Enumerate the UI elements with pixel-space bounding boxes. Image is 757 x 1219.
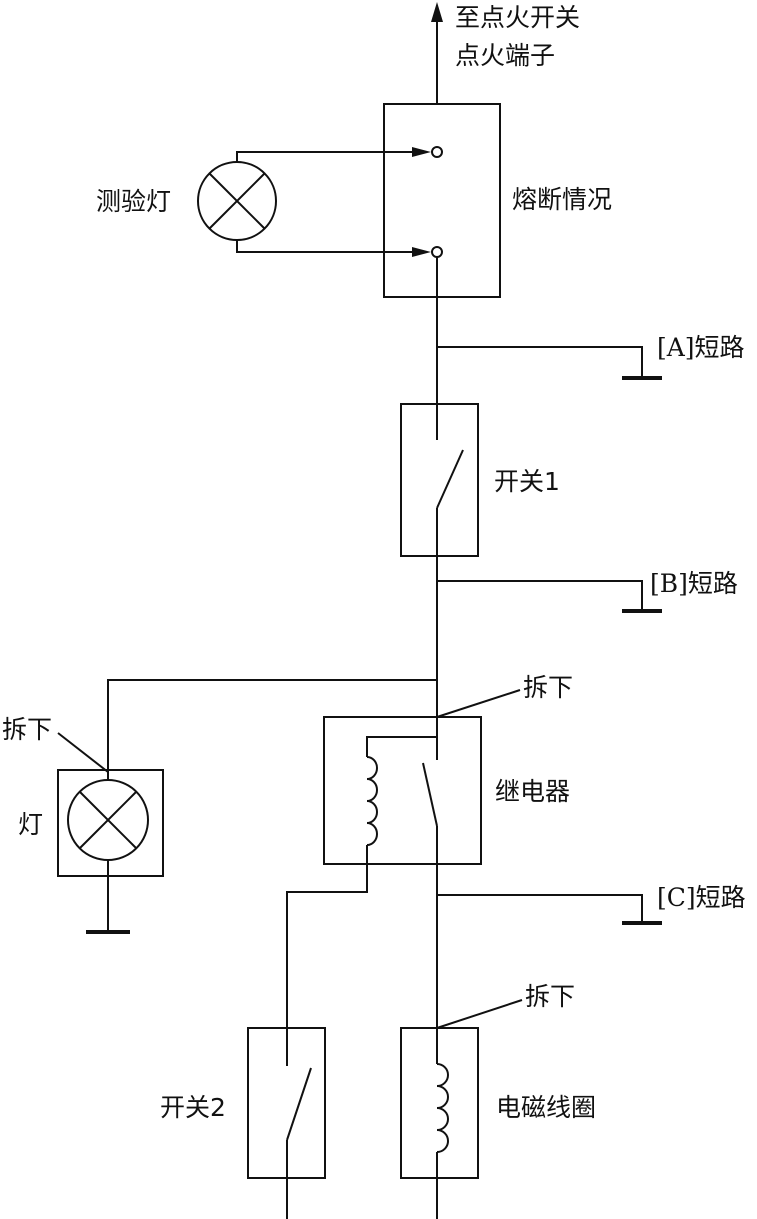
solenoid-label: 电磁线圈: [496, 1093, 596, 1122]
remove-left-label: 拆下: [2, 715, 52, 744]
relay-box: [323, 716, 482, 865]
relay-coil-icon: [366, 717, 438, 864]
switch1-box: [400, 403, 479, 557]
remove-left-leader: [57, 732, 109, 773]
solenoid-box: [400, 1027, 479, 1179]
fuse-condition-label: 熔断情况: [512, 185, 612, 214]
short-b-branch: [437, 580, 662, 613]
switch2-icon: [286, 1028, 312, 1219]
short-c-branch: [437, 894, 662, 925]
remove-bottom-label: 拆下: [525, 982, 575, 1011]
to-ignition-label-1: 至点火开关: [455, 3, 580, 32]
lamp-label: 灯: [18, 810, 43, 839]
short-c-label: [C]短路: [657, 883, 746, 912]
solenoid-coil-icon: [436, 1028, 449, 1219]
test-lamp-icon: [197, 161, 277, 241]
remove-bottom-leader: [436, 999, 523, 1029]
short-a-branch: [437, 346, 662, 380]
test-lamp-label: 测验灯: [96, 187, 171, 216]
fuse-terminal-top: [431, 146, 443, 158]
fuse-box: [383, 103, 501, 298]
short-a-label: [A]短路: [657, 333, 745, 362]
fuse-terminal-bottom: [431, 246, 443, 258]
switch1-label: 开关1: [494, 467, 560, 496]
switch2-feed-wire: [286, 864, 368, 1028]
remove-top-label: 拆下: [523, 673, 573, 702]
switch2-label: 开关2: [160, 1093, 226, 1122]
test-lamp-leads: [236, 147, 431, 257]
lamp-feed-wire: [107, 679, 437, 770]
relay-contact-icon: [422, 737, 438, 864]
short-b-label: [B]短路: [650, 569, 738, 598]
switch1-icon: [436, 404, 464, 556]
relay-label: 继电器: [495, 777, 570, 806]
remove-top-leader: [436, 689, 521, 718]
to-ignition-label-2: 点火端子: [455, 41, 555, 70]
